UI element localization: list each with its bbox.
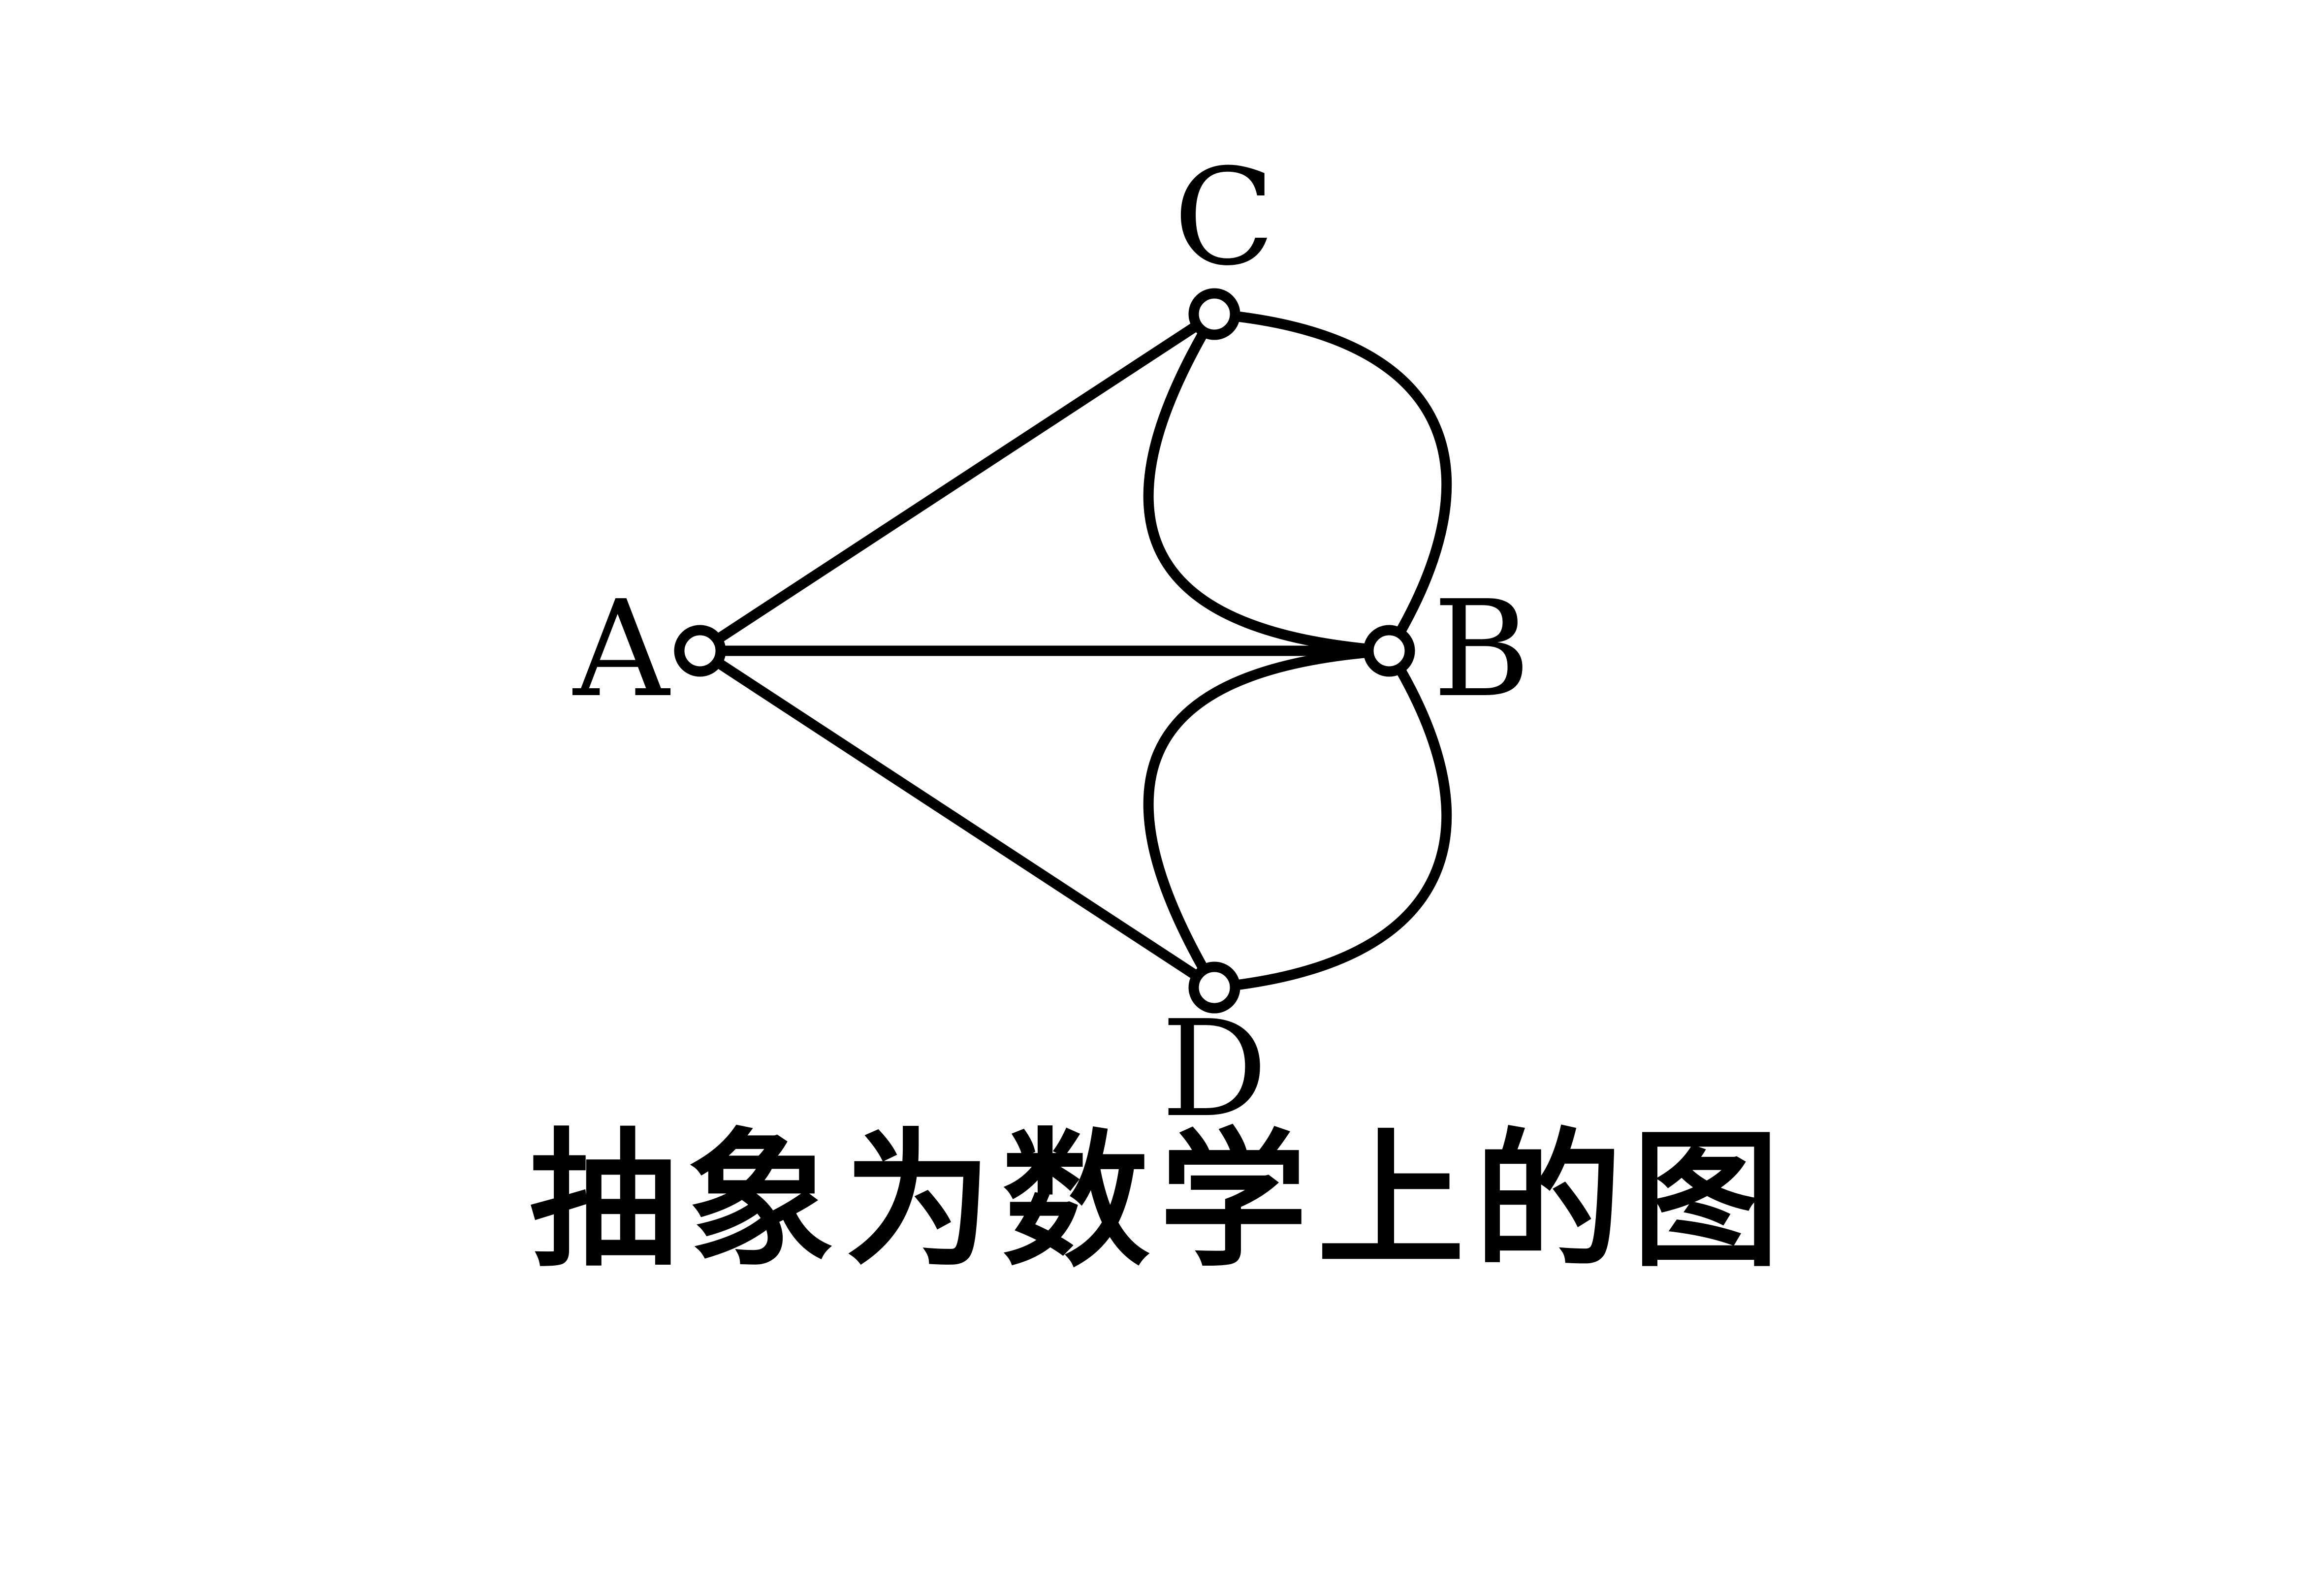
node-label-b: B — [1433, 572, 1530, 727]
node-label-c: C — [1174, 140, 1275, 295]
edge-a-d — [695, 645, 1220, 993]
node-c — [1188, 288, 1240, 340]
node-label-d: D — [1161, 991, 1268, 1147]
edge-c-b-outer — [1209, 309, 1452, 656]
caption: 抽象为数学上的图 — [529, 1115, 1790, 1287]
node-a — [674, 625, 726, 677]
edge-d-b-outer — [1209, 645, 1452, 993]
node-label-a: A — [571, 572, 671, 727]
edge-d-b-inner — [1143, 645, 1395, 993]
node-b — [1363, 625, 1415, 677]
edge-c-b-inner — [1143, 309, 1395, 656]
edge-a-c — [695, 309, 1220, 656]
node-d — [1188, 961, 1240, 1014]
